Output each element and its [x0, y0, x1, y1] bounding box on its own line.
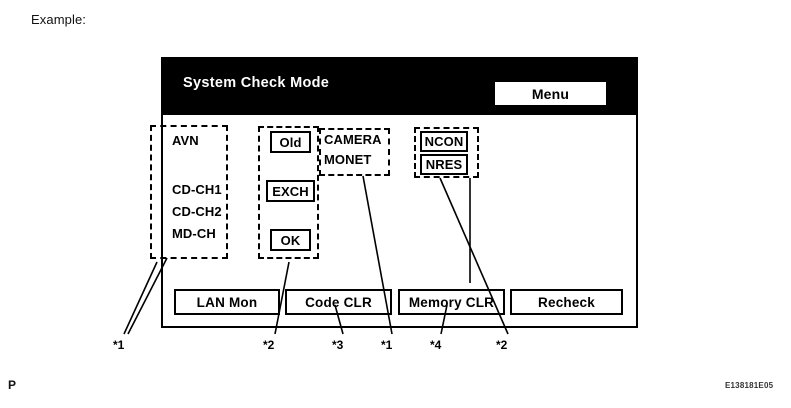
network-item-ncon[interactable]: NCON: [420, 131, 468, 152]
network-item-ncon-label: NCON: [424, 134, 464, 149]
camera-item-monet[interactable]: MONET: [324, 152, 372, 167]
status-list-group-box: [258, 126, 319, 259]
callout-label-2b: *2: [496, 338, 508, 352]
figure-id: E138181E05: [725, 381, 774, 390]
status-item-ok-label: OK: [280, 232, 301, 248]
device-item-md-ch[interactable]: MD-CH: [172, 226, 216, 241]
example-caption: Example:: [31, 12, 86, 27]
menu-button[interactable]: Menu: [494, 81, 607, 106]
camera-item-camera[interactable]: CAMERA: [324, 132, 382, 147]
code-clr-button-label: Code CLR: [305, 294, 372, 310]
callout-label-3: *3: [332, 338, 344, 352]
recheck-button-label: Recheck: [538, 294, 595, 310]
menu-button-label: Menu: [531, 85, 570, 102]
memory-clr-button[interactable]: Memory CLR: [398, 289, 505, 315]
recheck-button[interactable]: Recheck: [510, 289, 623, 315]
status-item-ok[interactable]: OK: [270, 229, 311, 251]
screen-body: LAN Mon Code CLR Memory CLR Recheck: [163, 115, 636, 328]
device-screen-frame: System Check Mode Menu LAN Mon Code CLR …: [161, 57, 638, 328]
callout-label-2a: *2: [263, 338, 275, 352]
status-item-exch-label: EXCH: [272, 183, 309, 199]
status-item-exch[interactable]: EXCH: [266, 180, 315, 202]
network-list-group-box: [414, 127, 479, 178]
page-marker: P: [8, 378, 17, 392]
callout-label-1a: *1: [113, 338, 125, 352]
screen-title-bar: System Check Mode Menu: [163, 59, 636, 115]
camera-list-group-box: [319, 128, 390, 176]
callout-label-4: *4: [430, 338, 442, 352]
device-list-group-box: [150, 125, 228, 259]
status-item-old-label: Old: [279, 134, 302, 150]
network-item-nres[interactable]: NRES: [420, 154, 468, 175]
memory-clr-button-label: Memory CLR: [408, 294, 495, 310]
bottom-button-row: LAN Mon Code CLR Memory CLR Recheck: [171, 289, 628, 317]
callout-label-1b: *1: [381, 338, 393, 352]
device-item-avn[interactable]: AVN: [172, 133, 199, 148]
lan-mon-button-label: LAN Mon: [196, 294, 258, 310]
code-clr-button[interactable]: Code CLR: [285, 289, 392, 315]
page-title: System Check Mode: [183, 75, 330, 91]
device-item-cd-ch2[interactable]: CD-CH2: [172, 204, 222, 219]
device-item-cd-ch1[interactable]: CD-CH1: [172, 182, 222, 197]
network-item-nres-label: NRES: [425, 157, 463, 172]
lan-mon-button[interactable]: LAN Mon: [174, 289, 280, 315]
status-item-old[interactable]: Old: [270, 131, 311, 153]
